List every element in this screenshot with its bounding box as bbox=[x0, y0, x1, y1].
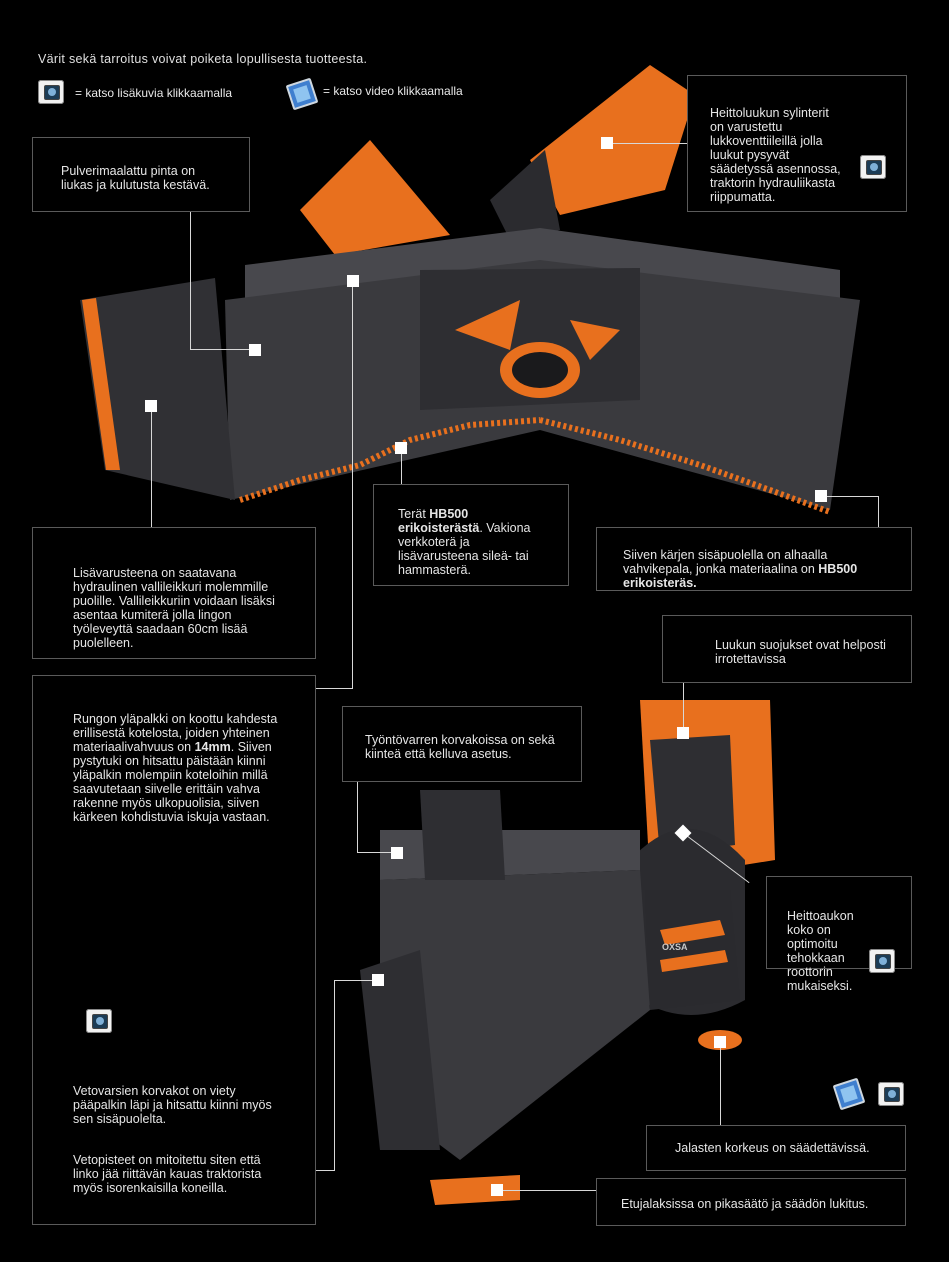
legend-video-text: = katso video klikkaamalla bbox=[323, 84, 463, 98]
connector-line bbox=[314, 1170, 335, 1171]
camera-icon[interactable] bbox=[860, 155, 886, 179]
connector-line bbox=[357, 781, 358, 853]
connector-line bbox=[357, 852, 397, 853]
note-text: Lisävarusteena on saatavana hydraulinen … bbox=[73, 566, 275, 650]
note-text: Vetovarsien korvakot on viety pääpalkin … bbox=[73, 1084, 272, 1126]
note-tyontovarren: Työntövarren korvakoissa on sekä kiinteä… bbox=[342, 706, 582, 782]
note-rungon: Rungon yläpalkki on koottu kahdesta eril… bbox=[32, 675, 316, 1225]
note-terat: Terät HB500 erikoisterästä. Vakiona verk… bbox=[373, 484, 569, 586]
hotspot-marker[interactable] bbox=[601, 137, 613, 149]
note-text: Pulverimaalattu pinta on liukas ja kulut… bbox=[61, 164, 210, 192]
camera-icon[interactable] bbox=[86, 1009, 112, 1033]
brand-label: OXSA bbox=[662, 942, 688, 952]
hotspot-marker[interactable] bbox=[677, 727, 689, 739]
disclaimer: Värit sekä tarroitus voivat poiketa lopu… bbox=[38, 52, 368, 66]
note-text: Vetopisteet on mitoitettu siten että lin… bbox=[73, 1153, 262, 1195]
note-text: Siiven kärjen sisäpuolella on alhaalla v… bbox=[623, 548, 858, 590]
hotspot-marker[interactable] bbox=[815, 490, 827, 502]
note-text: Luukun suojukset ovat helposti irrotetta… bbox=[715, 638, 886, 666]
connector-line bbox=[151, 406, 152, 527]
connector-line bbox=[720, 1042, 721, 1128]
hotspot-marker[interactable] bbox=[347, 275, 359, 287]
note-jalasten: Jalasten korkeus on säädettävissä. bbox=[646, 1125, 906, 1171]
legend-camera-text: = katso lisäkuvia klikkaamalla bbox=[75, 86, 233, 100]
connector-line bbox=[497, 1190, 597, 1191]
connector-line bbox=[352, 281, 353, 689]
hotspot-marker[interactable] bbox=[391, 847, 403, 859]
connector-line bbox=[334, 980, 378, 981]
connector-line bbox=[878, 496, 879, 527]
note-pulverimaalattu: Pulverimaalattu pinta on liukas ja kulut… bbox=[32, 137, 250, 212]
note-luukun: Luukun suojukset ovat helposti irrotetta… bbox=[662, 615, 912, 683]
connector-line bbox=[316, 688, 353, 689]
hotspot-marker[interactable] bbox=[145, 400, 157, 412]
note-text: Jalasten korkeus on säädettävissä. bbox=[675, 1141, 870, 1155]
note-heittoluukun: Heittoluukun sylinterit on varustettu lu… bbox=[687, 75, 907, 212]
video-icon[interactable] bbox=[832, 1077, 866, 1111]
note-text: Työntövarren korvakoissa on sekä kiinteä… bbox=[365, 733, 555, 761]
hotspot-marker[interactable] bbox=[714, 1036, 726, 1048]
note-etujalaksissa: Etujalaksissa on pikasäätö ja säädön luk… bbox=[596, 1178, 906, 1226]
note-siiven: Siiven kärjen sisäpuolella on alhaalla v… bbox=[596, 527, 912, 591]
note-text: Etujalaksissa on pikasäätö ja säädön luk… bbox=[621, 1197, 869, 1211]
hotspot-marker[interactable] bbox=[372, 974, 384, 986]
connector-line bbox=[613, 143, 688, 144]
connector-line bbox=[401, 448, 402, 484]
hotspot-marker[interactable] bbox=[491, 1184, 503, 1196]
note-text: Heittoluukun sylinterit on varustettu lu… bbox=[710, 106, 841, 204]
connector-line bbox=[683, 683, 684, 733]
connector-line bbox=[334, 980, 335, 1170]
hotspot-marker[interactable] bbox=[395, 442, 407, 454]
note-lisavarusteena: Lisävarusteena on saatavana hydraulinen … bbox=[32, 527, 316, 659]
note-text: Terät HB500 erikoisterästä. Vakiona verk… bbox=[398, 507, 531, 577]
camera-icon bbox=[38, 80, 64, 104]
note-heittoaukon: Heittoaukon koko on optimoitu tehokkaan … bbox=[766, 876, 912, 993]
camera-icon[interactable] bbox=[869, 949, 895, 973]
note-text: Heittoaukon koko on optimoitu tehokkaan … bbox=[787, 909, 854, 993]
hotspot-marker[interactable] bbox=[249, 344, 261, 356]
connector-line bbox=[190, 211, 191, 350]
camera-icon[interactable] bbox=[878, 1082, 904, 1106]
note-text: Rungon yläpalkki on koottu kahdesta eril… bbox=[73, 712, 278, 824]
connector-line bbox=[190, 349, 255, 350]
connector-line bbox=[821, 496, 879, 497]
